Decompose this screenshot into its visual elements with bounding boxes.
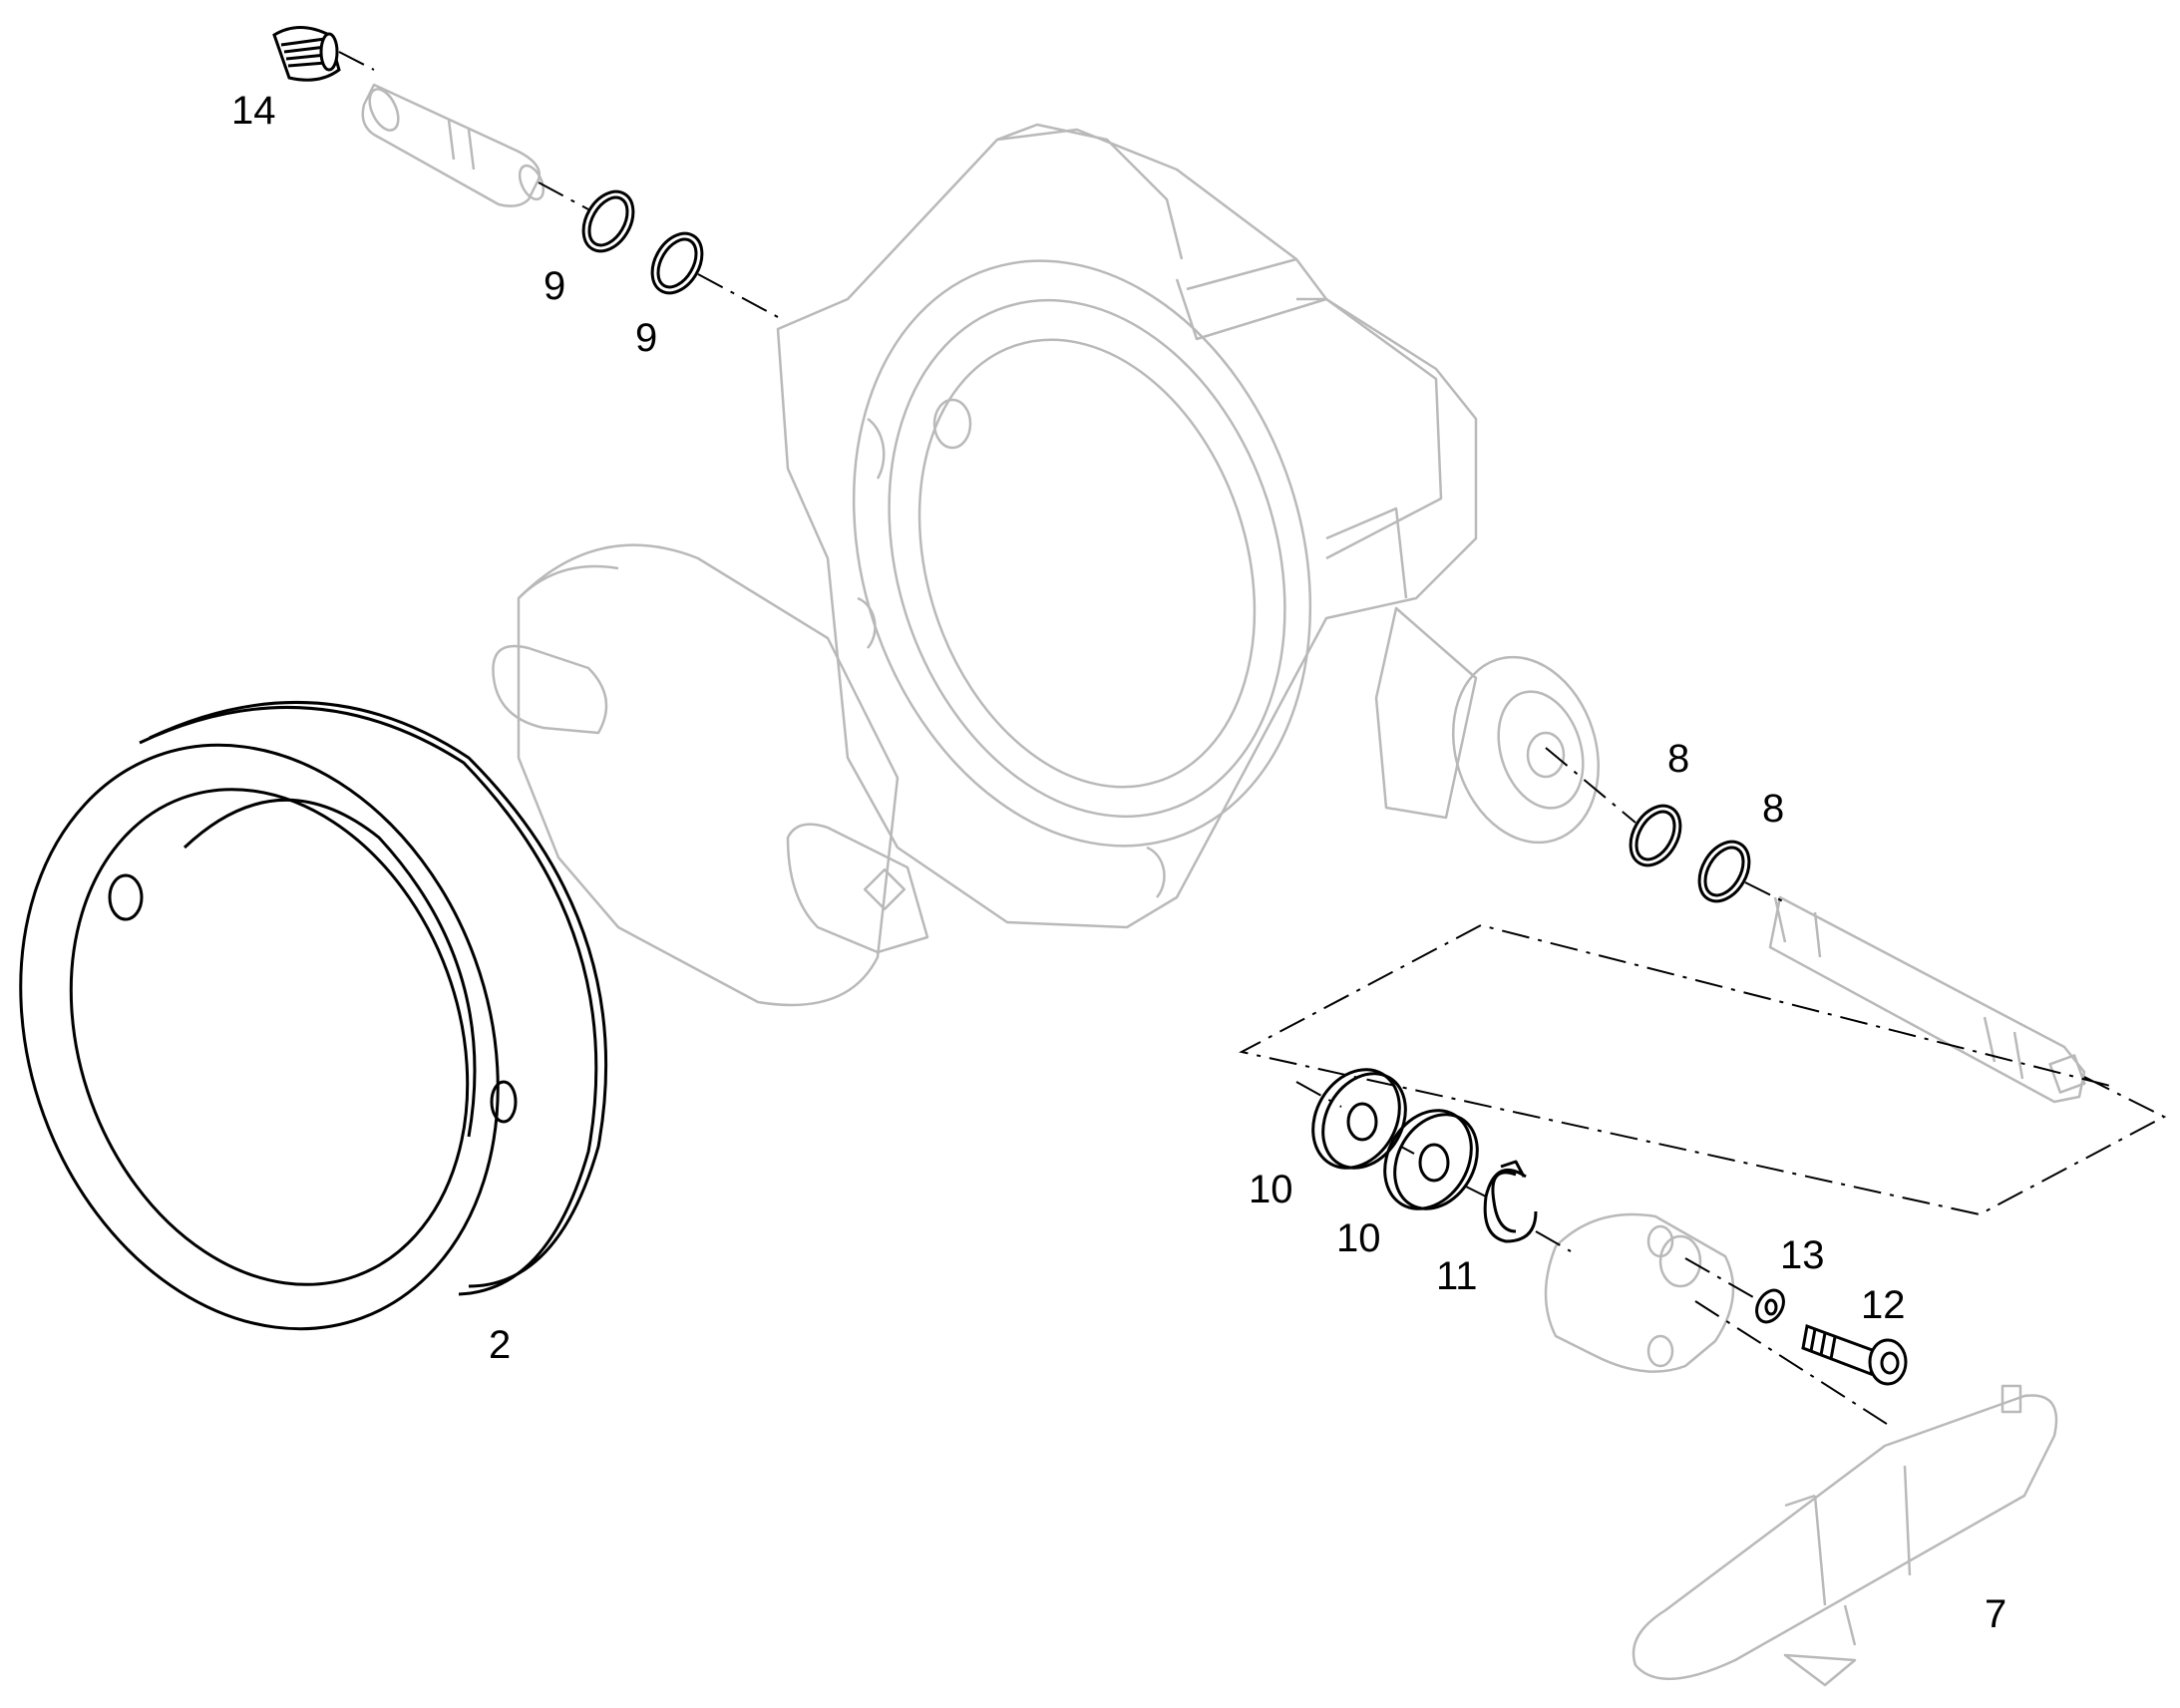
callout-11: 11	[1436, 1254, 1478, 1298]
part-2-seat-liner	[19, 701, 608, 1331]
adapter-plate-ghost	[1544, 1212, 1735, 1373]
part-8-o-rings	[1629, 804, 1751, 903]
lower-stem-ghost	[1768, 895, 2086, 1104]
callout-8-a: 8	[1667, 737, 1689, 781]
axis-lines	[338, 51, 2167, 1427]
part-9-o-rings	[581, 189, 704, 295]
part-10-washers	[1311, 1068, 1479, 1210]
part-12-cap-screw	[1801, 1323, 1908, 1386]
part-11-snap-ring	[1483, 1160, 1538, 1243]
callout-14: 14	[231, 89, 276, 133]
callout-10-a: 10	[1249, 1168, 1293, 1211]
callout-12: 12	[1861, 1283, 1906, 1327]
disc-ghost	[492, 543, 929, 1007]
callout-2: 2	[489, 1323, 511, 1367]
part-14-plug	[272, 26, 341, 82]
callout-10-b: 10	[1336, 1216, 1381, 1260]
upper-stem-ghost	[361, 83, 545, 207]
callout-8-b: 8	[1762, 787, 1784, 831]
callout-13: 13	[1780, 1233, 1825, 1277]
callout-9-b: 9	[635, 316, 657, 360]
callout-9-a: 9	[544, 264, 565, 308]
part-13-lock-washer	[1755, 1288, 1785, 1324]
valve-body-ghost	[776, 123, 1601, 929]
handle-ghost	[1632, 1384, 2058, 1687]
callout-labels: 14 9 9 8 8 2 10 10 11 13 12 7	[231, 89, 2006, 1636]
callout-7: 7	[1985, 1592, 2006, 1636]
